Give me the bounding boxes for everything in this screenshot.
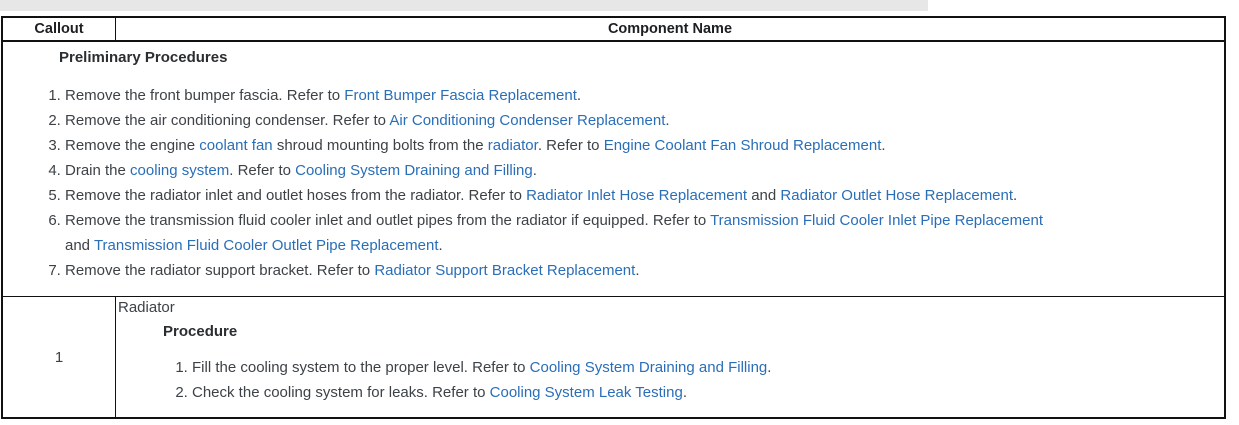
step-text: Fill the cooling system to the proper le…: [192, 359, 530, 376]
step-text: Remove the transmission fluid cooler inl…: [65, 212, 711, 229]
procedure-link[interactable]: Air Conditioning Condenser Replacement: [389, 112, 666, 129]
step-text: .: [682, 384, 687, 401]
procedure-link[interactable]: Cooling System Draining and Filling: [295, 162, 533, 179]
step-text: shroud mounting bolts from the: [272, 137, 488, 154]
preliminary-steps-list: Remove the front bumper fascia. Refer to…: [59, 83, 1216, 283]
step-text: Check the cooling system for leaks. Refe…: [192, 384, 490, 401]
procedure-link[interactable]: Engine Coolant Fan Shroud Replacement: [603, 137, 882, 154]
step-text: .: [767, 359, 772, 376]
component-row: 1 Radiator Procedure Fill the cooling sy…: [1, 296, 1226, 419]
step-text: Remove the front bumper fascia. Refer to: [65, 87, 345, 104]
step-text: Remove the radiator inlet and outlet hos…: [65, 187, 527, 204]
procedure-steps-list: Fill the cooling system to the proper le…: [118, 355, 1216, 405]
procedure-link[interactable]: Radiator Support Bracket Replacement: [374, 262, 636, 279]
step-text: .: [665, 112, 670, 129]
step-text: . Refer to: [537, 137, 604, 154]
procedure-step: Check the cooling system for leaks. Refe…: [192, 380, 1216, 405]
table-header-row: Callout Component Name: [1, 16, 1226, 42]
procedure-step: Remove the radiator inlet and outlet hos…: [65, 183, 1216, 208]
procedure-step: Remove the air conditioning condenser. R…: [65, 108, 1216, 133]
component-table: Callout Component Name Preliminary Proce…: [1, 16, 1226, 419]
procedure-step: Remove the engine coolant fan shroud mou…: [65, 133, 1216, 158]
procedure-step: Remove the transmission fluid cooler inl…: [65, 208, 1216, 258]
procedure-link[interactable]: Cooling System Draining and Filling: [529, 359, 768, 376]
procedure-link[interactable]: coolant fan: [199, 137, 273, 154]
step-text: Remove the radiator support bracket. Ref…: [65, 262, 375, 279]
preliminary-procedures-row: Preliminary Procedures Remove the front …: [1, 40, 1226, 297]
procedure-link[interactable]: radiator: [487, 137, 538, 154]
step-text: Drain the: [65, 162, 131, 179]
step-text: .: [532, 162, 537, 179]
preliminary-procedures-cell: Preliminary Procedures Remove the front …: [1, 40, 1226, 297]
procedure-link[interactable]: Transmission Fluid Cooler Inlet Pipe Rep…: [710, 212, 1044, 229]
procedure-link[interactable]: cooling system: [130, 162, 230, 179]
step-text: Remove the engine: [65, 137, 200, 154]
preliminary-procedures-title: Preliminary Procedures: [59, 49, 228, 66]
step-text: .: [635, 262, 640, 279]
step-text: .: [881, 137, 886, 154]
column-header-component-name: Component Name: [115, 16, 1226, 42]
procedure-link[interactable]: Front Bumper Fascia Replacement: [344, 87, 577, 104]
procedure-link[interactable]: Radiator Outlet Hose Replacement: [780, 187, 1014, 204]
procedure-step: Drain the cooling system. Refer to Cooli…: [65, 158, 1216, 183]
procedure-link[interactable]: Radiator Inlet Hose Replacement: [526, 187, 748, 204]
step-text: and: [747, 187, 781, 204]
step-text: .: [1013, 187, 1018, 204]
callout-number: 1: [1, 296, 116, 419]
procedure-link[interactable]: Transmission Fluid Cooler Outlet Pipe Re…: [93, 237, 439, 254]
step-text: and: [65, 237, 94, 254]
procedure-step: Fill the cooling system to the proper le…: [192, 355, 1216, 380]
column-header-callout: Callout: [1, 16, 116, 42]
top-scrollbar-track: [0, 0, 928, 11]
procedure-link[interactable]: Cooling System Leak Testing: [489, 384, 683, 401]
step-text: .: [576, 87, 582, 104]
procedure-title: Procedure: [163, 323, 238, 340]
component-name: Radiator: [118, 299, 175, 316]
procedure-step: Remove the radiator support bracket. Ref…: [65, 258, 1216, 283]
component-cell: Radiator Procedure Fill the cooling syst…: [115, 296, 1226, 419]
step-text: .: [438, 237, 443, 254]
procedure-step: Remove the front bumper fascia. Refer to…: [65, 83, 1216, 108]
step-text: . Refer to: [229, 162, 296, 179]
step-text: Remove the air conditioning condenser. R…: [65, 112, 390, 129]
